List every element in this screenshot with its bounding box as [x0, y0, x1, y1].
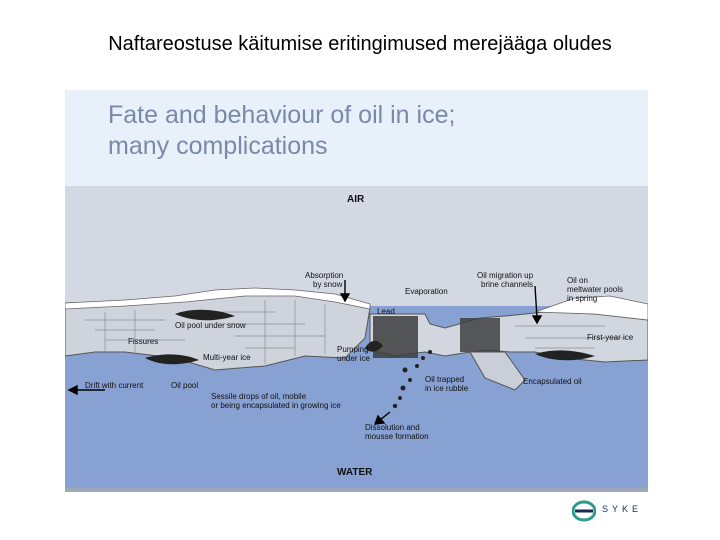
- label-evaporation: Evaporation: [405, 287, 448, 296]
- svg-text:mousse formation: mousse formation: [365, 432, 429, 441]
- label-pumping: Pumping: [337, 345, 369, 354]
- slide-title: Naftareostuse käitumise eritingimused me…: [0, 33, 720, 56]
- label-oil-pool: Oil pool: [171, 381, 198, 390]
- svg-text:or being encapsulated in growi: or being encapsulated in growing ice: [211, 401, 341, 410]
- svg-text:in spring: in spring: [567, 294, 597, 303]
- label-first-year-ice: First-year ice: [587, 333, 634, 342]
- svg-text:meltwater pools: meltwater pools: [567, 285, 623, 294]
- logo-text: SYKE: [602, 504, 642, 514]
- ice-rubble: [373, 316, 418, 358]
- label-sessile-drops: Sessile drops of oil, mobile: [211, 392, 307, 401]
- label-oil-trapped: Oil trapped: [425, 375, 464, 384]
- label-encapsulated-oil: Encapsulated oil: [523, 377, 582, 386]
- label-oil-pool-under-snow: Oil pool under snow: [175, 321, 246, 330]
- diagram-title: Fate and behaviour of oil in ice; many c…: [108, 100, 455, 162]
- svg-text:by snow: by snow: [313, 280, 343, 289]
- label-fissures: Fissures: [128, 337, 158, 346]
- syke-logo: SYKE: [572, 500, 652, 522]
- label-absorption: Absorption: [305, 271, 343, 280]
- label-lead: Lead: [377, 307, 395, 316]
- svg-text:brine channels: brine channels: [481, 280, 533, 289]
- label-oil-migration: Oil migration up: [477, 271, 534, 280]
- label-water: WATER: [337, 467, 373, 478]
- label-dissolution: Dissolution and: [365, 423, 420, 432]
- svg-text:in ice rubble: in ice rubble: [425, 384, 469, 393]
- label-air: AIR: [347, 194, 365, 205]
- label-multi-year-ice: Multi-year ice: [203, 353, 251, 362]
- label-drift-with-current: Drift with current: [85, 381, 144, 390]
- label-oil-on-meltwater: Oil on: [567, 276, 588, 285]
- syke-logo-icon: [572, 500, 596, 522]
- oil-in-ice-diagram: AIR WATER Absorption by snow Evaporation…: [65, 90, 648, 492]
- svg-text:under ice: under ice: [337, 354, 370, 363]
